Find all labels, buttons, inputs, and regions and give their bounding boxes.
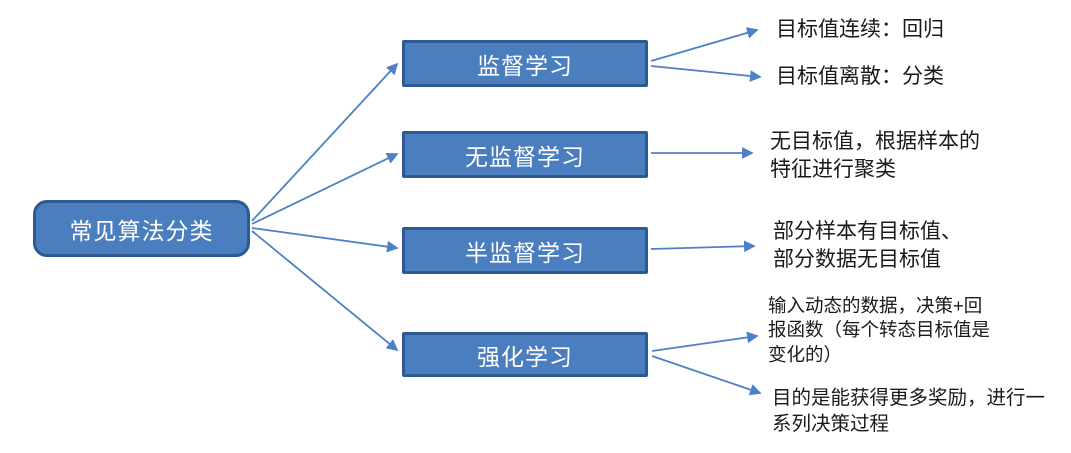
arrow-root-to-semisupervised — [251, 227, 399, 253]
note-supervised-classification: 目标值离散：分类 — [776, 65, 944, 88]
note-reinforcement-dynamic-data: 输入动态的数据，决策+回 报函数（每个转态目标值是 变化的） — [768, 295, 991, 365]
note-reinforcement-rewards: 目的是能获得更多奖励，进行一 系列决策过程 — [772, 387, 1046, 435]
arrow-supervised-to-regression — [650, 27, 759, 62]
arrow-root-to-reinforcement — [251, 230, 399, 352]
arrow-root-to-unsupervised — [251, 153, 399, 225]
node-reinforcement-learning: 强化学习 — [402, 332, 648, 377]
arrow-reinforcement-to-note1 — [651, 331, 759, 352]
note-supervised-regression: 目标值连续：回归 — [776, 18, 944, 41]
arrow-semisupervised-to-note — [650, 240, 756, 253]
note-semisupervised-description: 部分样本有目标值、 部分数据无目标值 — [773, 220, 962, 271]
note-unsupervised-clustering: 无目标值，根据样本的 特征进行聚类 — [770, 130, 980, 181]
arrow-reinforcement-to-note2 — [651, 355, 762, 396]
node-supervised-learning: 监督学习 — [402, 40, 648, 87]
arrow-supervised-to-classification — [650, 65, 762, 82]
arrow-root-to-supervised — [251, 62, 399, 222]
root-node-algorithm-classification: 常见算法分类 — [33, 200, 250, 257]
node-semisupervised-learning: 半监督学习 — [402, 227, 648, 274]
node-unsupervised-learning: 无监督学习 — [402, 131, 648, 178]
